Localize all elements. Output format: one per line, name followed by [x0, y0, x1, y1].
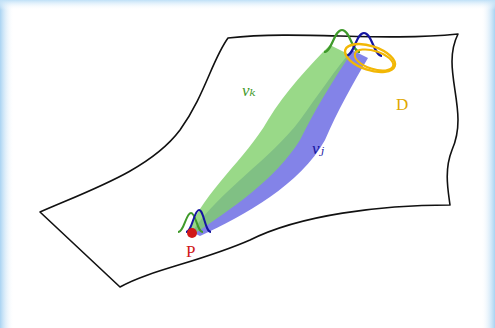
- target-region: [342, 39, 399, 78]
- point-label: P: [186, 243, 195, 260]
- point-p: [187, 228, 197, 238]
- measure-label: νⱼ: [312, 140, 324, 157]
- manifold-sheet: [40, 34, 458, 287]
- slide-edge: [0, 0, 14, 328]
- measure-label: νₖ: [242, 82, 256, 99]
- slide-edge: [0, 0, 495, 10]
- distribution-curve: [324, 30, 360, 52]
- path-band-green: [188, 45, 350, 234]
- target-region: [352, 45, 396, 74]
- region-label: D: [396, 96, 408, 113]
- slide-edge: [481, 0, 495, 328]
